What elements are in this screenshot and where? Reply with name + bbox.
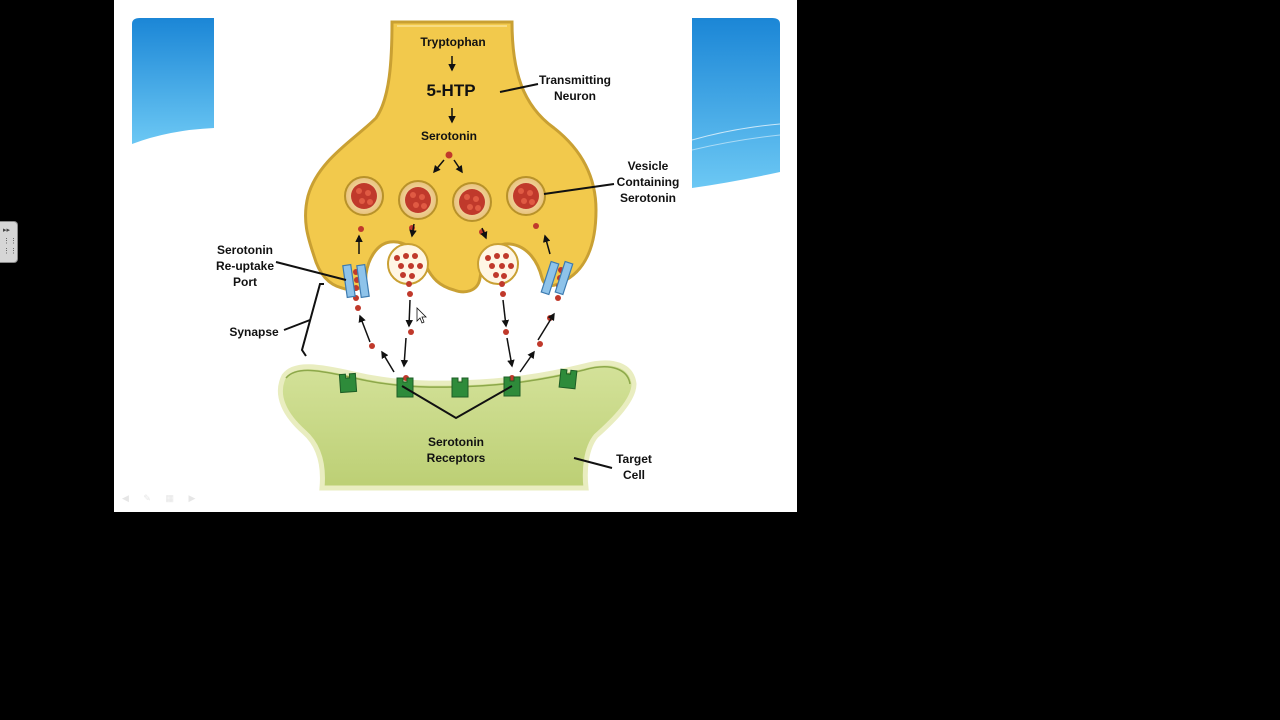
side-panel-handle[interactable]: ▸▸ ⋮⋮ ⋮⋮ [0,221,18,263]
label-reuptake: Re-uptake [216,259,274,273]
diagram-labels: Tryptophan 5-HTP Serotonin Transmitting … [216,35,679,482]
label-receptors-serotonin: Serotonin [428,435,484,449]
reuptake-port-left [342,263,370,299]
slide-nav-controls[interactable]: ◀ ✎ ▦ ▶ [122,493,202,503]
label-tryptophan: Tryptophan [420,35,485,49]
label-receptors: Receptors [427,451,486,465]
expand-icon: ▸▸ [3,227,11,234]
label-5-htp: 5-HTP [426,81,475,100]
label-serotonin: Serotonin [421,129,477,143]
target-cell [277,360,637,491]
label-reuptake-serotonin: Serotonin [217,243,273,257]
reuptake-port-right [540,260,574,296]
label-cell: Cell [623,468,645,482]
vesicle [506,176,546,216]
label-transmitting: Transmitting [539,73,611,87]
vesicle [452,182,492,222]
label-port: Port [233,275,257,289]
label-containing: Containing [617,175,680,189]
label-target: Target [616,452,652,466]
label-vesicle-serotonin: Serotonin [620,191,676,205]
grip-icon: ⋮⋮ [3,238,17,245]
vesicles [344,176,546,222]
label-neuron: Neuron [554,89,596,103]
sky-background [132,18,781,188]
mouse-cursor-icon [416,307,427,324]
vesicle [398,180,438,220]
label-synapse: Synapse [229,325,279,339]
flow-arrows [355,56,555,373]
label-vesicle: Vesicle [628,159,669,173]
leader-lines [275,83,615,469]
grip-icon: ⋮⋮ [3,248,17,255]
vesicle [344,176,384,216]
slide: Tryptophan 5-HTP Serotonin Transmitting … [114,0,797,512]
serotonin-synapse-diagram: Tryptophan 5-HTP Serotonin Transmitting … [132,18,781,491]
